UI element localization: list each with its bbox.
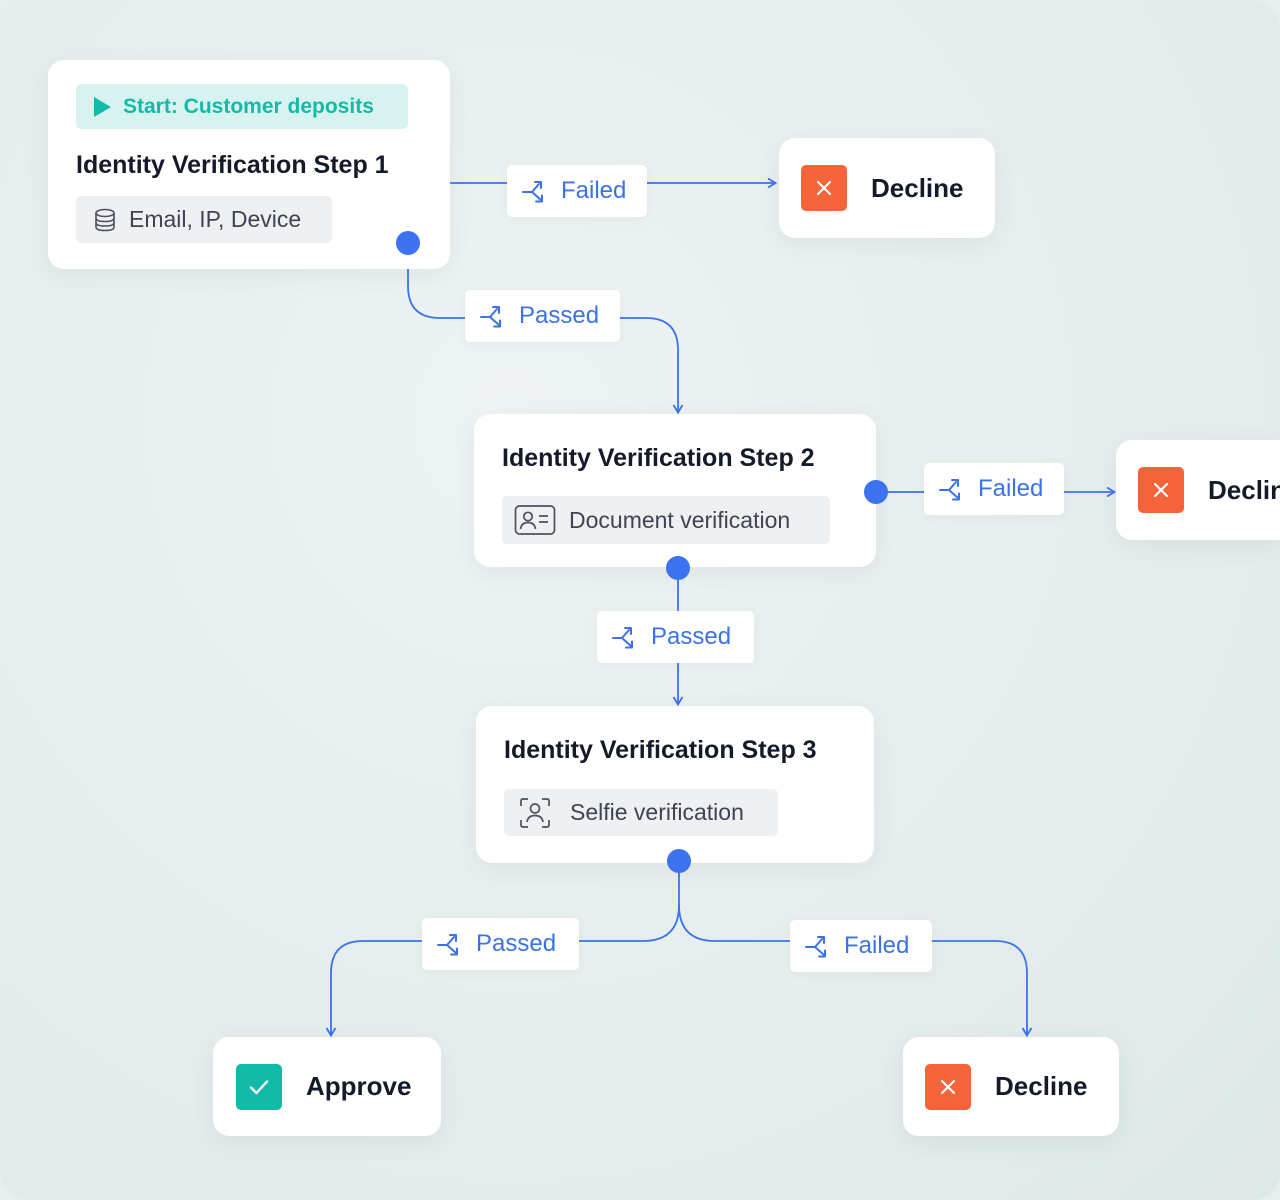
outcome-label: Approve xyxy=(306,1071,412,1101)
step1-check-label: Email, IP, Device xyxy=(129,206,302,232)
step1-output-handle[interactable] xyxy=(396,231,420,255)
step3-output-handle[interactable] xyxy=(667,849,691,873)
branch-split-icon xyxy=(612,627,633,649)
close-icon xyxy=(801,165,847,211)
outcome-label: Decline xyxy=(871,172,964,203)
face-scan-icon xyxy=(520,797,550,828)
step2-check-label: Document verification xyxy=(569,506,791,533)
branch-split-icon xyxy=(522,181,543,203)
step3-check-chip: Selfie verification xyxy=(504,789,778,836)
branch-label-step1-passed[interactable]: Passed xyxy=(465,290,620,342)
step3-card[interactable]: Identity Verification Step 3 Selfie veri… xyxy=(476,706,874,863)
outcome-label: Declin xyxy=(1208,474,1280,505)
step2-failed-handle[interactable] xyxy=(864,480,888,504)
branch-label-step3-passed[interactable]: Passed xyxy=(422,918,579,970)
branch-label-step2-failed[interactable]: Failed xyxy=(924,463,1064,515)
play-icon xyxy=(94,96,111,117)
database-icon xyxy=(95,208,115,231)
branch-label-text: Failed xyxy=(561,177,627,204)
step1-check-chip: Email, IP, Device xyxy=(76,196,332,243)
outcome-decline-step1[interactable]: Decline xyxy=(779,138,995,238)
outcome-decline-step2[interactable]: Declin xyxy=(1116,440,1280,540)
close-icon xyxy=(1138,467,1184,513)
start-trigger-label: Start: Customer deposits xyxy=(123,94,374,118)
branch-label-step1-failed[interactable]: Failed xyxy=(507,165,647,217)
start-trigger-badge[interactable]: Start: Customer deposits xyxy=(76,84,408,129)
check-icon xyxy=(236,1063,282,1110)
step3-title: Identity Verification Step 3 xyxy=(504,736,817,764)
branch-split-icon xyxy=(437,934,458,956)
id-card-icon xyxy=(514,505,556,535)
branch-label-text: Passed xyxy=(651,623,732,650)
branch-split-icon xyxy=(480,306,501,328)
branch-label-text: Failed xyxy=(844,932,910,959)
branch-label-step2-passed[interactable]: Passed xyxy=(597,611,754,663)
connector-step3-passed xyxy=(325,861,680,1038)
step2-card[interactable]: Identity Verification Step 2 Document ve… xyxy=(474,414,876,567)
branch-label-text: Failed xyxy=(978,475,1044,502)
step1-card[interactable]: Start: Customer deposits Identity Verifi… xyxy=(48,60,450,269)
step2-title: Identity Verification Step 2 xyxy=(502,444,815,472)
branch-split-icon xyxy=(939,479,960,501)
step3-check-label: Selfie verification xyxy=(570,799,744,825)
step2-passed-handle[interactable] xyxy=(666,556,690,580)
branch-label-text: Passed xyxy=(519,302,600,329)
branch-label-text: Passed xyxy=(476,930,557,957)
close-icon xyxy=(925,1063,971,1110)
step1-title: Identity Verification Step 1 xyxy=(76,151,389,179)
branch-label-step3-failed[interactable]: Failed xyxy=(790,920,932,972)
step2-check-chip: Document verification xyxy=(502,496,830,544)
outcome-decline-step3[interactable]: Decline xyxy=(903,1037,1119,1136)
branch-split-icon xyxy=(805,936,826,958)
outcome-approve[interactable]: Approve xyxy=(213,1037,441,1136)
outcome-label: Decline xyxy=(995,1071,1088,1101)
